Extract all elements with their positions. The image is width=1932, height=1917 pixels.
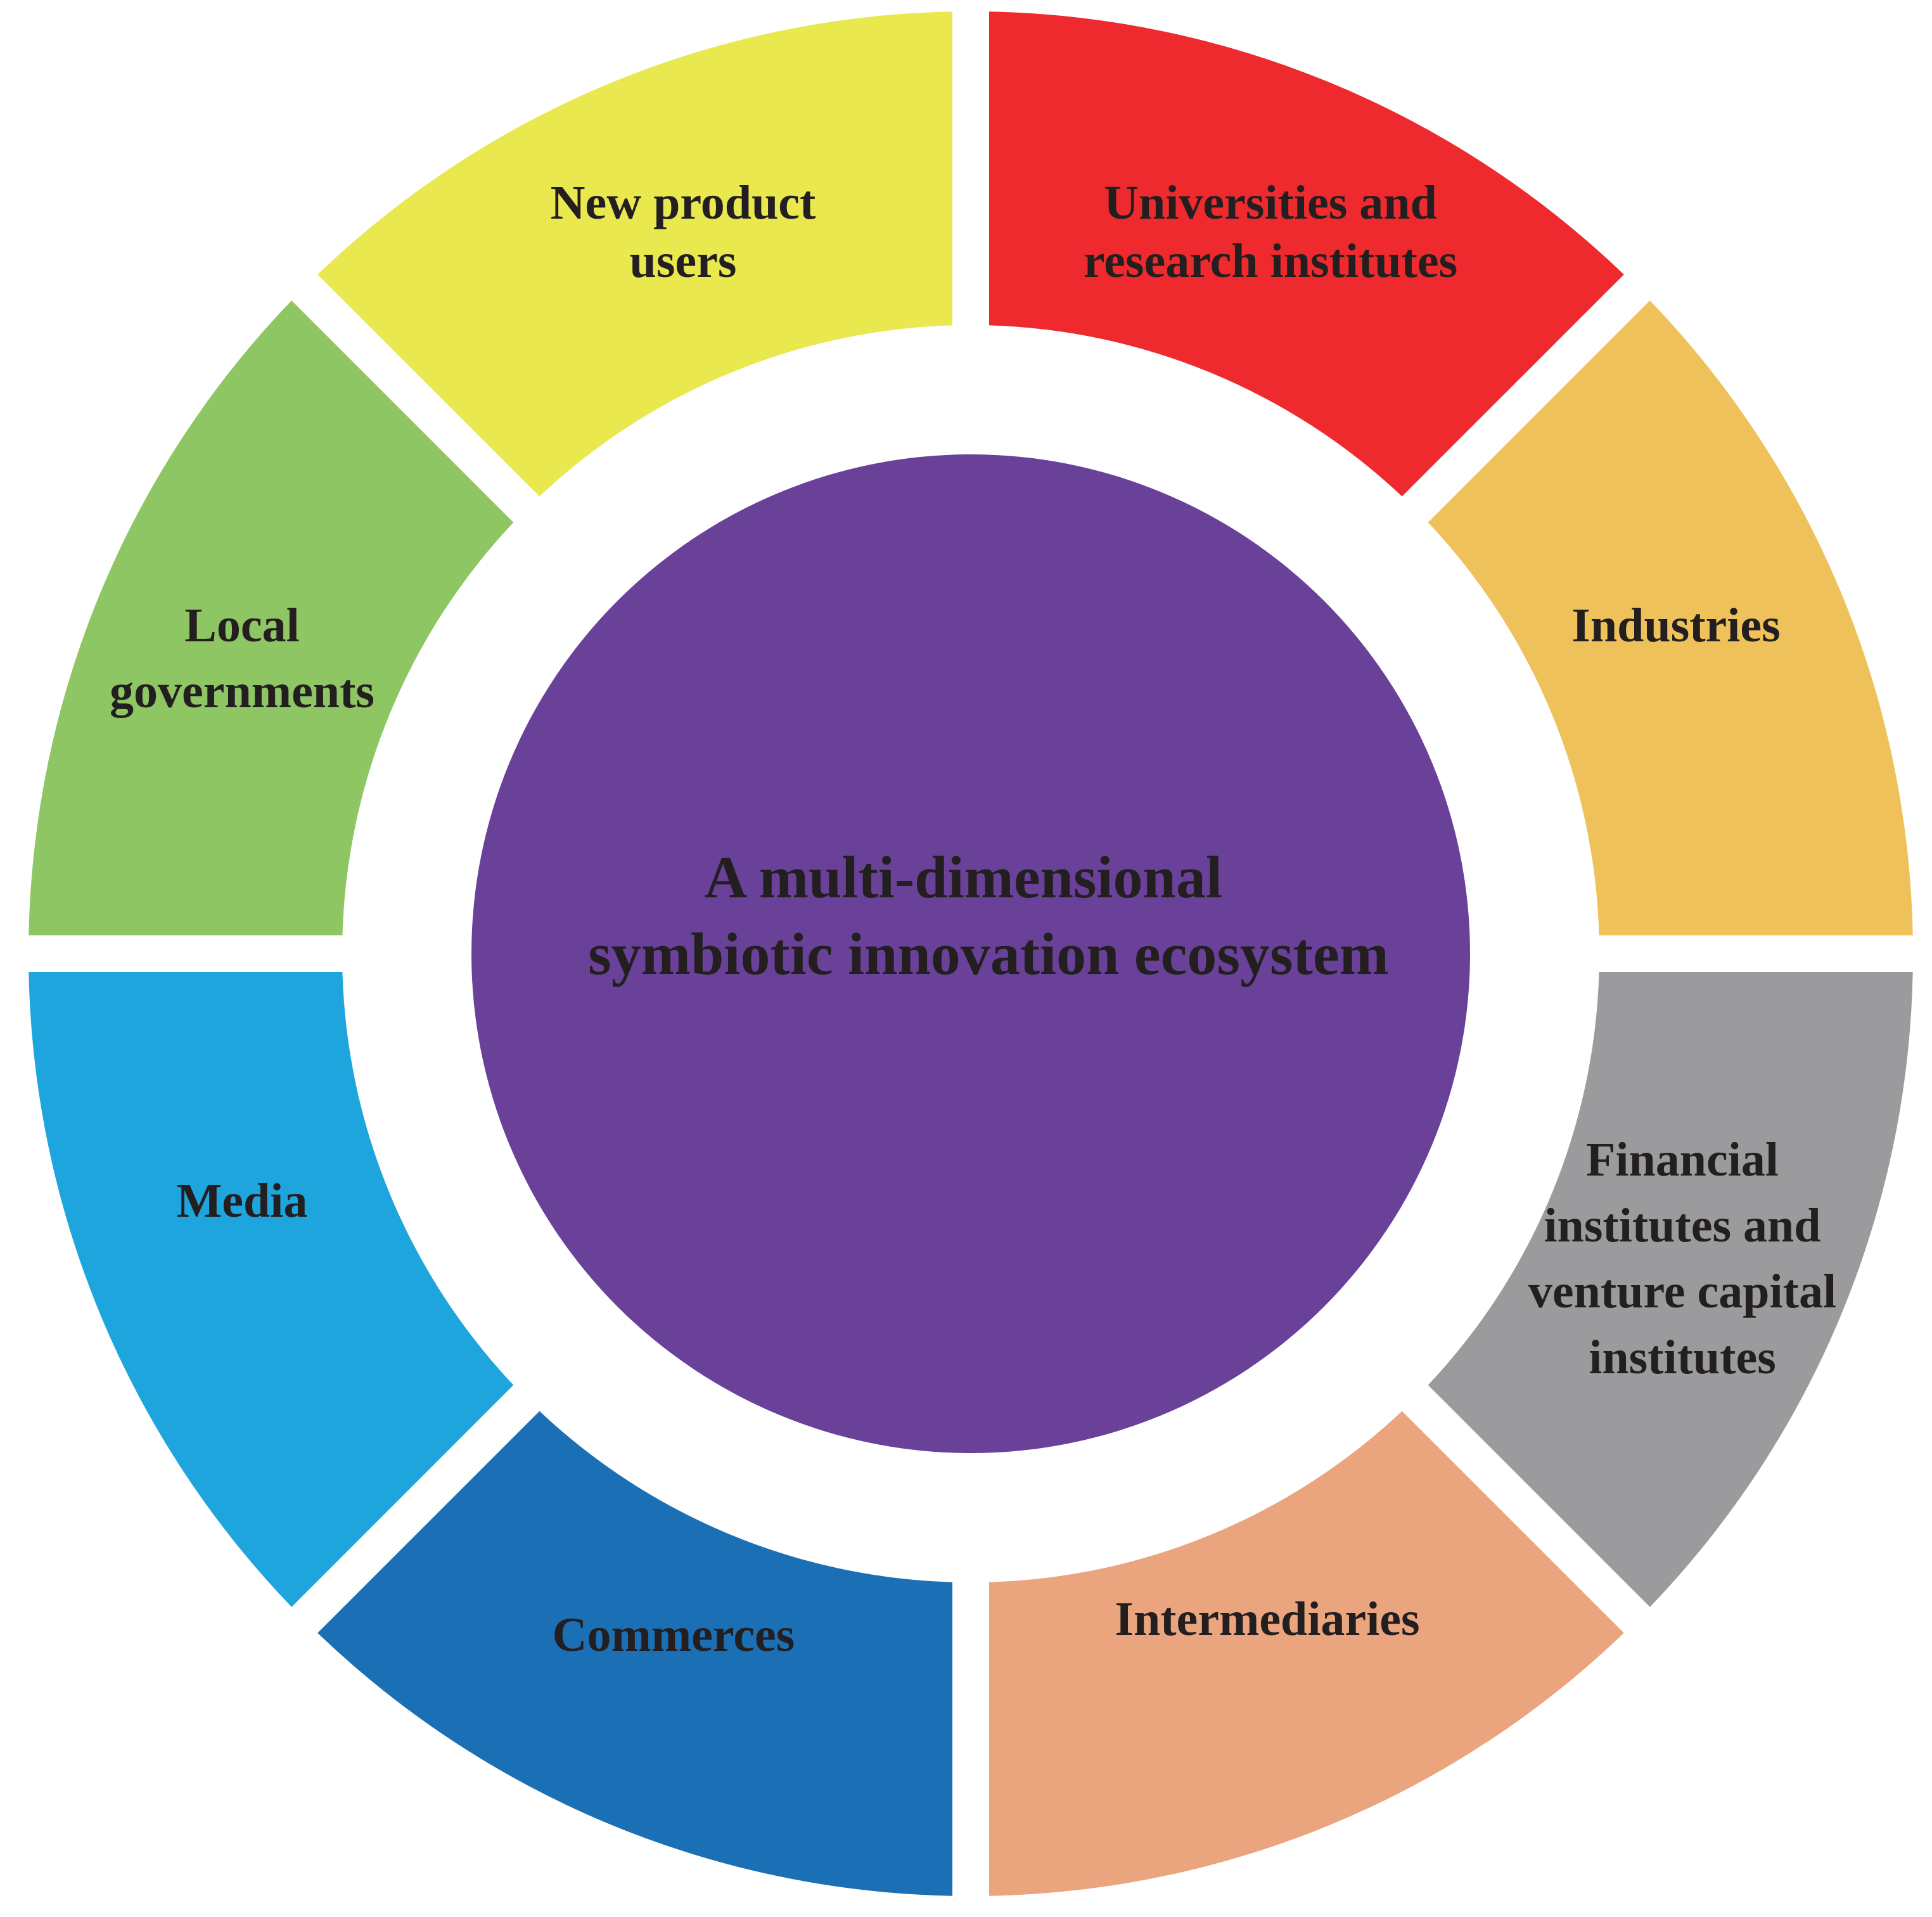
segment-label-line: Intermediaries <box>1115 1593 1419 1646</box>
segment-label-line: New product <box>551 176 816 229</box>
segments-ring <box>29 11 1913 1896</box>
segment-label-line: institutes <box>1589 1331 1776 1384</box>
segment-label-line: institutes and <box>1544 1199 1820 1252</box>
segment-label-commerces: Commerces <box>553 1608 795 1662</box>
segment-local-governments <box>29 300 514 935</box>
center-label-line-2: symbiotic innovation ecosystem <box>588 921 1389 987</box>
center-hub-circle <box>471 454 1470 1453</box>
center-label-line-1: A multi-dimensional <box>705 845 1222 911</box>
segment-industries <box>1428 300 1913 935</box>
segment-label-line: Local <box>184 599 300 652</box>
segment-label-line: Commerces <box>553 1608 795 1662</box>
segment-label-media: Media <box>177 1174 308 1228</box>
segment-intermediaries <box>989 1411 1624 1896</box>
segment-label-line: venture capital <box>1528 1265 1836 1318</box>
segment-media <box>29 972 514 1607</box>
segment-label-line: research institutes <box>1084 234 1457 288</box>
segment-label-financial: Financial institutes and venture capital in… <box>1528 1133 1836 1384</box>
segment-label-line: Media <box>177 1174 308 1228</box>
segment-label-line: Financial <box>1586 1133 1779 1186</box>
segment-label-line: Industries <box>1571 599 1780 652</box>
segment-financial <box>1428 972 1913 1607</box>
segment-label-line: Universities and <box>1104 176 1437 229</box>
segment-label-line: governments <box>110 665 374 718</box>
segment-new-product-users <box>317 11 952 497</box>
segment-label-line: users <box>630 234 737 288</box>
segment-label-industries: Industries <box>1571 599 1780 652</box>
segment-label-intermediaries: Intermediaries <box>1115 1593 1419 1646</box>
segment-commerces <box>317 1411 952 1896</box>
segment-label-local-governments: Local governments <box>110 599 374 718</box>
center-label: A multi-dimensional symbiotic innovation… <box>588 845 1389 987</box>
segment-universities <box>989 11 1624 497</box>
